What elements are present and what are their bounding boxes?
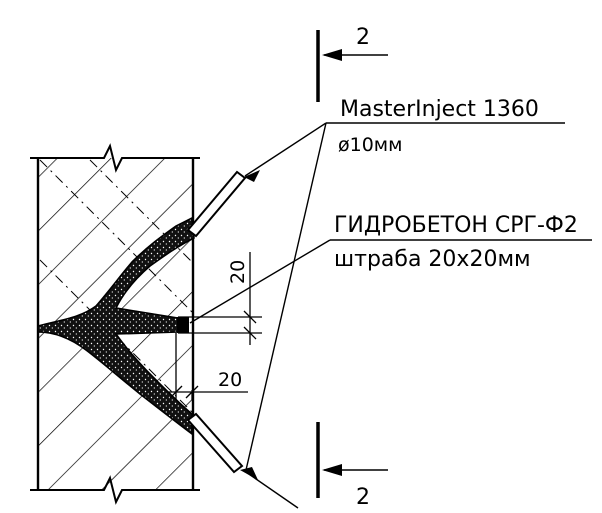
packer-stub-icon bbox=[177, 317, 189, 333]
leader-lines bbox=[189, 122, 592, 471]
dim-vertical-label: 20 bbox=[227, 260, 249, 284]
dimension-horizontal bbox=[168, 333, 248, 400]
break-line-top bbox=[30, 143, 200, 173]
dimension-vertical bbox=[178, 252, 262, 345]
label-injector-diameter: ø10мм bbox=[338, 134, 402, 156]
break-line-bottom bbox=[30, 475, 200, 505]
section-number-top: 2 bbox=[356, 25, 370, 50]
label-material: ГИДРОБЕТОН СРГ-Ф2 bbox=[334, 213, 578, 238]
label-injector: MasterInject 1360 bbox=[340, 97, 539, 122]
section-marker-bottom bbox=[316, 422, 388, 498]
section-marker-top bbox=[316, 30, 388, 102]
dim-horizontal-label: 20 bbox=[218, 369, 242, 391]
section-number-bottom: 2 bbox=[356, 485, 370, 510]
lower-injection-tube bbox=[186, 412, 299, 509]
crack-fill-icon bbox=[37, 216, 195, 436]
upper-injection-tube bbox=[186, 122, 327, 238]
label-groove: штраба 20х20мм bbox=[334, 247, 531, 272]
